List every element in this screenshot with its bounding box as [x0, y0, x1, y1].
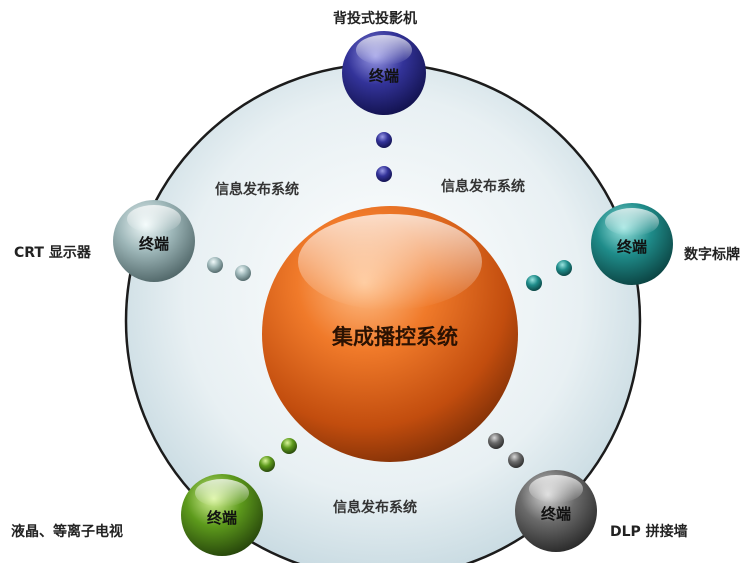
terminal-sphere-bottom-right: 终端 — [515, 470, 597, 552]
device-label-left: CRT 显示器 — [14, 245, 91, 261]
connector-dots-bottom-right — [488, 433, 524, 468]
terminal-label-left: 终端 — [139, 235, 169, 253]
connector-dots-right — [526, 260, 572, 291]
ring-label-bottom: 信息发布系统 — [333, 500, 417, 516]
center-sphere-label: 集成播控系统 — [331, 325, 458, 349]
terminal-sphere-left: 终端 — [113, 200, 195, 282]
center-sphere: 集成播控系统 — [262, 206, 518, 462]
ring-label-upper-right: 信息发布系统 — [441, 179, 525, 195]
ring-label-upper-left: 信息发布系统 — [215, 182, 299, 198]
terminal-sphere-right: 终端 — [591, 203, 673, 285]
device-label-bottom-left: 液晶、等离子电视 — [11, 524, 123, 540]
device-label-bottom-right: DLP 拼接墙 — [610, 524, 688, 540]
terminal-sphere-bottom-left: 终端 — [181, 474, 263, 556]
terminal-label-bottom-right: 终端 — [541, 505, 571, 523]
terminal-sphere-top: 终端 — [342, 31, 426, 115]
terminal-label-top: 终端 — [369, 67, 399, 85]
connector-dots-top — [376, 132, 392, 182]
connector-dots-left — [207, 257, 251, 281]
connector-dots-bottom-left — [259, 438, 297, 472]
device-label-right: 数字标牌 — [684, 247, 740, 263]
terminal-label-bottom-left: 终端 — [207, 509, 237, 527]
terminal-label-right: 终端 — [617, 238, 647, 256]
device-label-top: 背投式投影机 — [333, 11, 417, 27]
